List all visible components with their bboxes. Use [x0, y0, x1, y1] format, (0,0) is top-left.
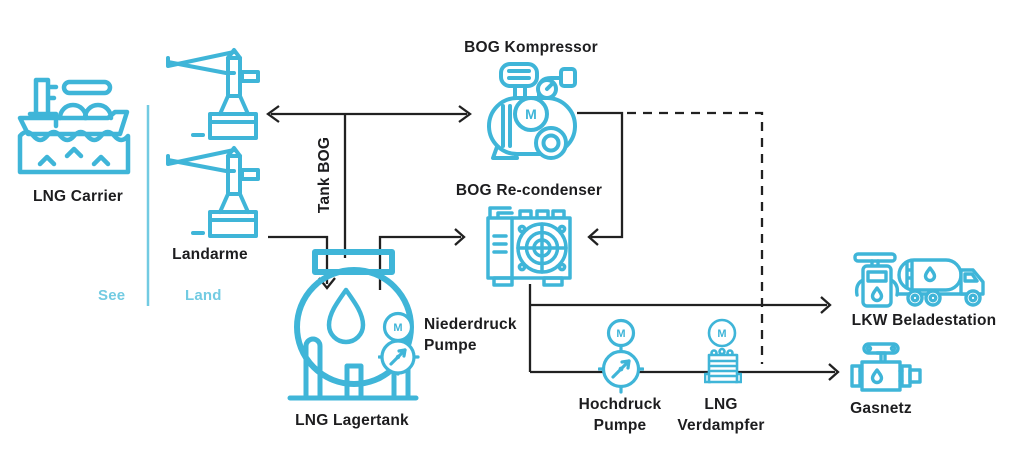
- hochdruck-line1: Hochdruck: [578, 396, 662, 413]
- lng-carrier-label: LNG Carrier: [32, 188, 124, 205]
- loading-arm-crane-icon: [166, 146, 260, 238]
- niederdruck-line1: Niederdruck: [424, 316, 517, 333]
- tank-bog-label: Tank BOG: [316, 136, 333, 214]
- niederdruck-pumpe-label: Niederdruck Pumpe: [424, 314, 517, 356]
- lkw-beladestation-icon: [853, 252, 985, 308]
- hochdruck-line2: Pumpe: [593, 417, 647, 434]
- kompressor-to-recondenser-line: [577, 111, 624, 246]
- bog-bypass-dashed-line: [627, 111, 764, 364]
- lng-verdampfer-label: LNG Verdampfer: [651, 394, 791, 436]
- motor-label: M: [525, 106, 537, 122]
- hochdruck-pumpe-icon: M: [598, 318, 644, 394]
- lng-carrier-icon: [17, 77, 131, 175]
- bog-kompressor-label: BOG Kompressor: [464, 39, 598, 56]
- loading-arm-crane-icon: [166, 48, 260, 140]
- niederdruck-pumpe-icon: M: [378, 311, 420, 376]
- landarme-label: Landarme: [172, 246, 248, 263]
- land-zone-label: Land: [185, 287, 222, 304]
- lkw-beladestation-label: LKW Beladestation: [851, 312, 997, 329]
- gasnetz-label: Gasnetz: [850, 400, 912, 417]
- motor-label: M: [393, 322, 402, 334]
- bog-return-line: [266, 105, 472, 258]
- motor-label: M: [717, 328, 726, 340]
- bog-recondenser-label: BOG Re-condenser: [455, 182, 603, 199]
- recondenser-outlet-line: [528, 284, 840, 381]
- verdampfer-line1: LNG: [704, 396, 738, 413]
- hochdruck-pumpe-label: Hochdruck Pumpe: [560, 394, 680, 436]
- lng-lagertank-label: LNG Lagertank: [295, 412, 409, 429]
- bog-kompressor-icon: M: [487, 62, 577, 160]
- niederdruck-line2: Pumpe: [424, 337, 477, 354]
- lng-verdampfer-icon: M: [704, 318, 742, 384]
- see-zone-label: See: [98, 287, 126, 304]
- verdampfer-line2: Verdampfer: [677, 417, 765, 434]
- bog-recondenser-icon: [486, 206, 572, 287]
- gasnetz-icon: [850, 342, 922, 392]
- motor-label: M: [616, 328, 625, 340]
